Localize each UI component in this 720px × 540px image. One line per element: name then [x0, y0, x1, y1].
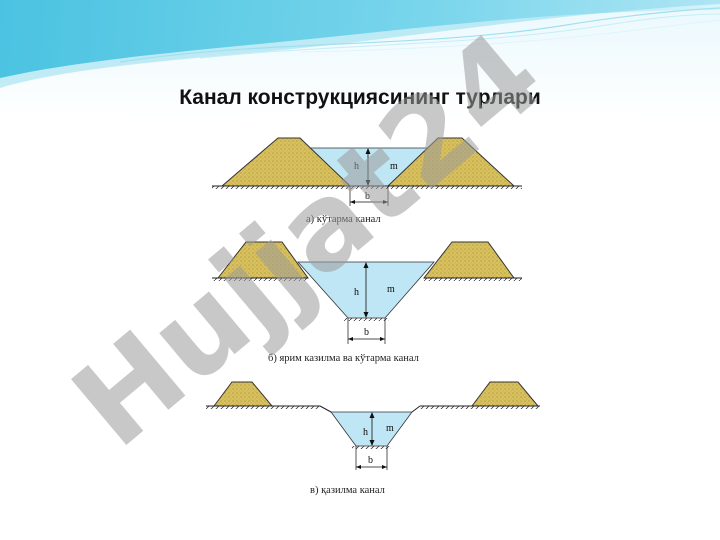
wave-header [0, 0, 720, 120]
label-h-c: h [363, 427, 368, 438]
label-h-a: h [354, 161, 359, 172]
label-m-b: m [387, 284, 395, 295]
label-b-b: b [364, 327, 369, 338]
label-b-a: b [365, 191, 370, 202]
caption-a: а) кўтарма канал [306, 214, 381, 225]
dam-right-b [422, 241, 515, 279]
label-b-c: b [368, 455, 373, 466]
diagram-excavation: h m b в) қазилма канал [206, 381, 540, 496]
caption-c: в) қазилма канал [310, 485, 385, 496]
slide-title: Канал конструкциясининг турлари [179, 86, 541, 109]
diagram-embankment: h m b а) кўтарма канал [212, 137, 522, 225]
label-m-c: m [386, 423, 394, 434]
spoil-left-c [213, 381, 274, 407]
spoil-right-c [471, 381, 540, 407]
dam-left-b [216, 241, 309, 279]
diagram-half-cut: h m b б) ярим казилма ва кўтарма канал [212, 241, 522, 364]
caption-b: б) ярим казилма ва кўтарма канал [268, 353, 419, 364]
label-m-a: m [390, 161, 398, 172]
label-h-b: h [354, 287, 359, 298]
